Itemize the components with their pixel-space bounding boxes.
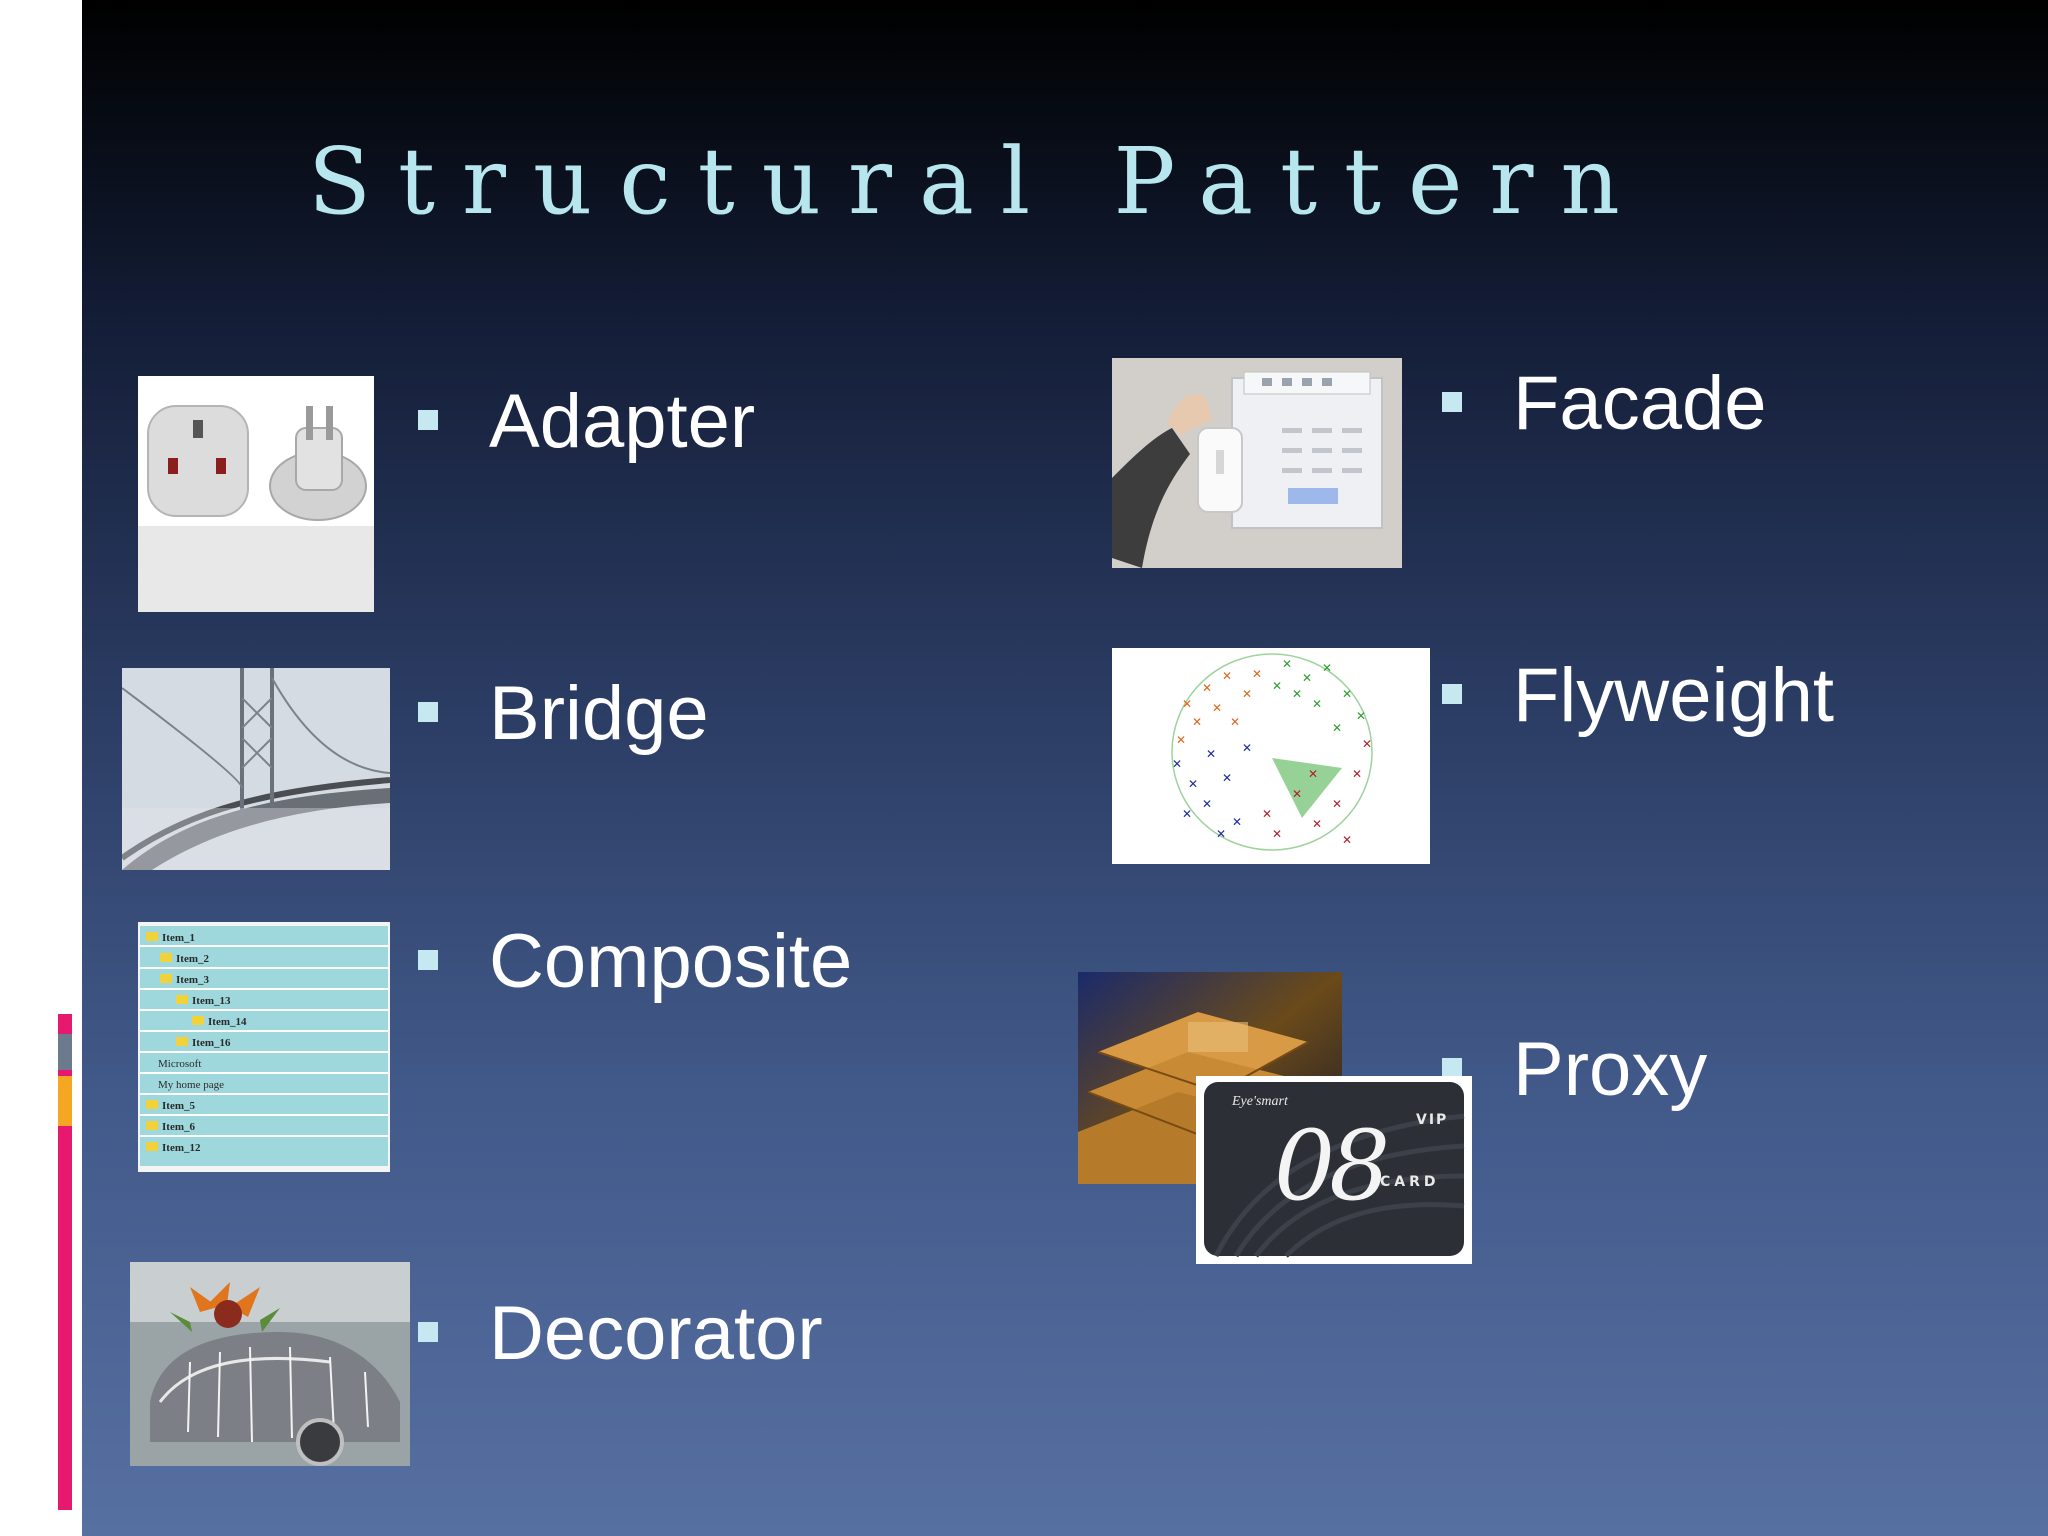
svg-text:✕: ✕ xyxy=(1222,771,1232,785)
svg-text:✕: ✕ xyxy=(1216,827,1226,841)
svg-text:✕: ✕ xyxy=(1332,721,1342,735)
tree-label: Item_3 xyxy=(176,974,209,986)
svg-text:✕: ✕ xyxy=(1182,697,1192,711)
tree-label: Item_6 xyxy=(162,1121,195,1133)
card-number: 08 xyxy=(1274,1110,1390,1222)
bullet xyxy=(418,410,438,430)
card-brand: Eye'smart xyxy=(1232,1094,1288,1109)
svg-text:✕: ✕ xyxy=(1356,709,1366,723)
pattern-bridge: Bridge xyxy=(489,671,709,756)
svg-text:✕: ✕ xyxy=(1342,833,1352,847)
accent-stripe-pink xyxy=(58,1014,72,1510)
card-tier: VIP xyxy=(1416,1112,1449,1128)
tree-label: Item_1 xyxy=(162,932,195,944)
tree-label: Microsoft xyxy=(158,1058,202,1070)
pattern-decorator: Decorator xyxy=(489,1291,823,1376)
svg-text:✕: ✕ xyxy=(1262,807,1272,821)
pattern-proxy: Proxy xyxy=(1513,1027,1708,1112)
bullet xyxy=(418,950,438,970)
svg-text:✕: ✕ xyxy=(1222,669,1232,683)
svg-text:✕: ✕ xyxy=(1322,661,1332,675)
tree-label: Item_12 xyxy=(162,1142,201,1154)
tree-label: Item_16 xyxy=(192,1037,231,1049)
pattern-facade: Facade xyxy=(1513,361,1767,446)
bullet xyxy=(418,702,438,722)
accent-stripe-orange xyxy=(58,1076,72,1126)
svg-text:✕: ✕ xyxy=(1308,767,1318,781)
svg-text:✕: ✕ xyxy=(1292,687,1302,701)
svg-text:✕: ✕ xyxy=(1362,737,1372,751)
slide: Structural Pattern Adapter xyxy=(82,0,2048,1536)
svg-text:✕: ✕ xyxy=(1182,807,1192,821)
tree-label: Item_5 xyxy=(162,1100,195,1112)
svg-text:✕: ✕ xyxy=(1292,787,1302,801)
flyweight-scatter-image: ✕✕✕ ✕✕✕ ✕✕✕ ✕✕✕ ✕✕✕ ✕✕✕ ✕✕✕ ✕✕✕ ✕✕✕ ✕✕✕ … xyxy=(1112,648,1430,864)
svg-text:✕: ✕ xyxy=(1192,715,1202,729)
tree-label: Item_13 xyxy=(192,995,231,1007)
bullet xyxy=(1442,1058,1462,1078)
svg-text:✕: ✕ xyxy=(1172,757,1182,771)
vip-card-image: Eye'smart VIP 08 CARD xyxy=(1196,1076,1472,1264)
adapter-image xyxy=(138,376,374,612)
svg-text:✕: ✕ xyxy=(1282,657,1292,671)
svg-text:✕: ✕ xyxy=(1202,681,1212,695)
svg-text:✕: ✕ xyxy=(1212,701,1222,715)
svg-text:✕: ✕ xyxy=(1242,687,1252,701)
bullet xyxy=(1442,684,1462,704)
bullet xyxy=(1442,392,1462,412)
svg-text:✕: ✕ xyxy=(1232,815,1242,829)
bullet xyxy=(418,1322,438,1342)
svg-text:✕: ✕ xyxy=(1312,817,1322,831)
svg-text:✕: ✕ xyxy=(1352,767,1362,781)
svg-text:✕: ✕ xyxy=(1206,747,1216,761)
svg-text:✕: ✕ xyxy=(1312,697,1322,711)
pattern-flyweight: Flyweight xyxy=(1513,653,1834,738)
tree-label: My home page xyxy=(158,1079,224,1091)
svg-text:✕: ✕ xyxy=(1272,827,1282,841)
svg-text:✕: ✕ xyxy=(1342,687,1352,701)
svg-text:✕: ✕ xyxy=(1272,679,1282,693)
pattern-composite: Composite xyxy=(489,919,853,1004)
tree-label: Item_14 xyxy=(208,1016,247,1028)
card-word: CARD xyxy=(1380,1174,1440,1190)
svg-text:✕: ✕ xyxy=(1332,797,1342,811)
svg-text:✕: ✕ xyxy=(1302,671,1312,685)
svg-text:✕: ✕ xyxy=(1230,715,1240,729)
accent-stripe-gray xyxy=(58,1034,72,1070)
svg-text:✕: ✕ xyxy=(1242,741,1252,755)
svg-text:✕: ✕ xyxy=(1202,797,1212,811)
slide-title: Structural Pattern xyxy=(308,128,1647,235)
facade-image xyxy=(1112,358,1402,568)
svg-text:✕: ✕ xyxy=(1252,667,1262,681)
decorator-image xyxy=(130,1262,410,1466)
bridge-image xyxy=(122,668,390,870)
pattern-adapter: Adapter xyxy=(489,379,756,464)
svg-text:✕: ✕ xyxy=(1176,733,1186,747)
composite-tree-image: Item_1 Item_2 Item_3 Item_13 Item_14 Ite… xyxy=(138,922,390,1172)
tree-label: Item_2 xyxy=(176,953,209,965)
svg-text:✕: ✕ xyxy=(1188,777,1198,791)
